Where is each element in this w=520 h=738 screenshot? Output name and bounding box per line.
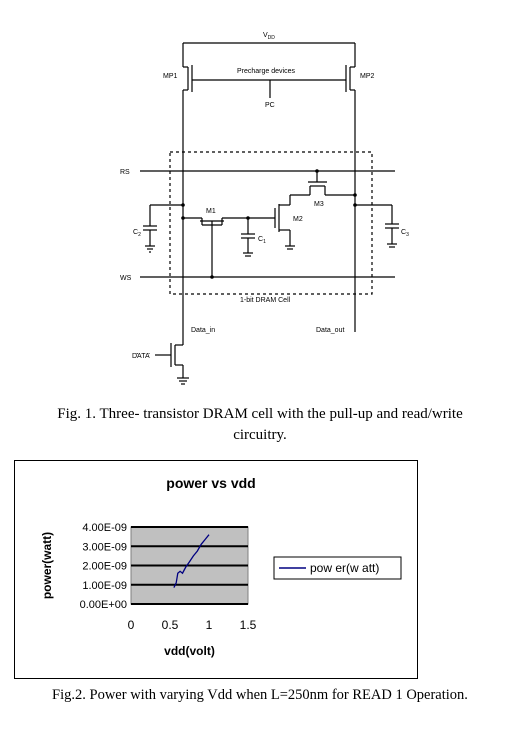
figure1-caption-line2: circuitry. bbox=[233, 427, 287, 443]
c1-label: C1 bbox=[258, 236, 266, 245]
y-tick-label: 4.00E-09 bbox=[82, 522, 127, 534]
pc-label: PC bbox=[265, 102, 275, 109]
vdd-label: VDD bbox=[263, 32, 275, 41]
x-tick-label: 1 bbox=[206, 618, 213, 632]
x-tick-label: 0.5 bbox=[162, 618, 179, 632]
rs-label: RS bbox=[120, 169, 130, 176]
data-bar-label: DATA bbox=[132, 353, 150, 360]
precharge-label: Precharge devices bbox=[237, 68, 295, 75]
mp2-label: MP2 bbox=[360, 73, 375, 80]
m3-label: M3 bbox=[314, 201, 324, 208]
x-tick-label: 1.5 bbox=[240, 618, 257, 632]
m2-label: M2 bbox=[293, 216, 303, 223]
y-tick-label: 3.00E-09 bbox=[82, 541, 127, 553]
data-in-label: Data_in bbox=[191, 327, 215, 334]
series-line bbox=[173, 534, 210, 588]
y-tick-label: 0.00E+00 bbox=[80, 599, 127, 611]
data-out-label: Data_out bbox=[316, 327, 344, 334]
dram-cell-schematic: VDD MP1 MP2 Precharge devices PC RS WS M… bbox=[120, 32, 409, 385]
legend-entry: pow er(w att) bbox=[310, 561, 379, 575]
mp1-label: MP1 bbox=[163, 73, 178, 80]
m1-label: M1 bbox=[206, 208, 216, 215]
ws-label: WS bbox=[120, 275, 132, 282]
y-tick-label: 2.00E-09 bbox=[82, 561, 127, 573]
legend-box bbox=[273, 556, 402, 580]
y-tick-label: 1.00E-09 bbox=[82, 580, 127, 592]
x-tick-label: 0 bbox=[128, 618, 135, 632]
cell-label: 1-bit DRAM Cell bbox=[240, 297, 291, 304]
power-vs-vdd-chart: power vs vdd 0.00E+00 1.00E-09 2.00E-09 3.00… bbox=[40, 475, 402, 658]
c2-label: C2 bbox=[133, 229, 141, 238]
figure1-caption: Fig. 1. Three- transistor DRAM cell with… bbox=[0, 404, 520, 446]
y-axis-label: power(watt) bbox=[40, 532, 54, 599]
figure1-caption-line1: Fig. 1. Three- transistor DRAM cell with… bbox=[57, 406, 463, 422]
chart-title: power vs vdd bbox=[166, 475, 255, 491]
x-axis-label: vdd(volt) bbox=[164, 644, 215, 658]
figure2-caption: Fig.2. Power with varying Vdd when L=250… bbox=[52, 687, 468, 703]
c3-label: C3 bbox=[401, 229, 409, 238]
